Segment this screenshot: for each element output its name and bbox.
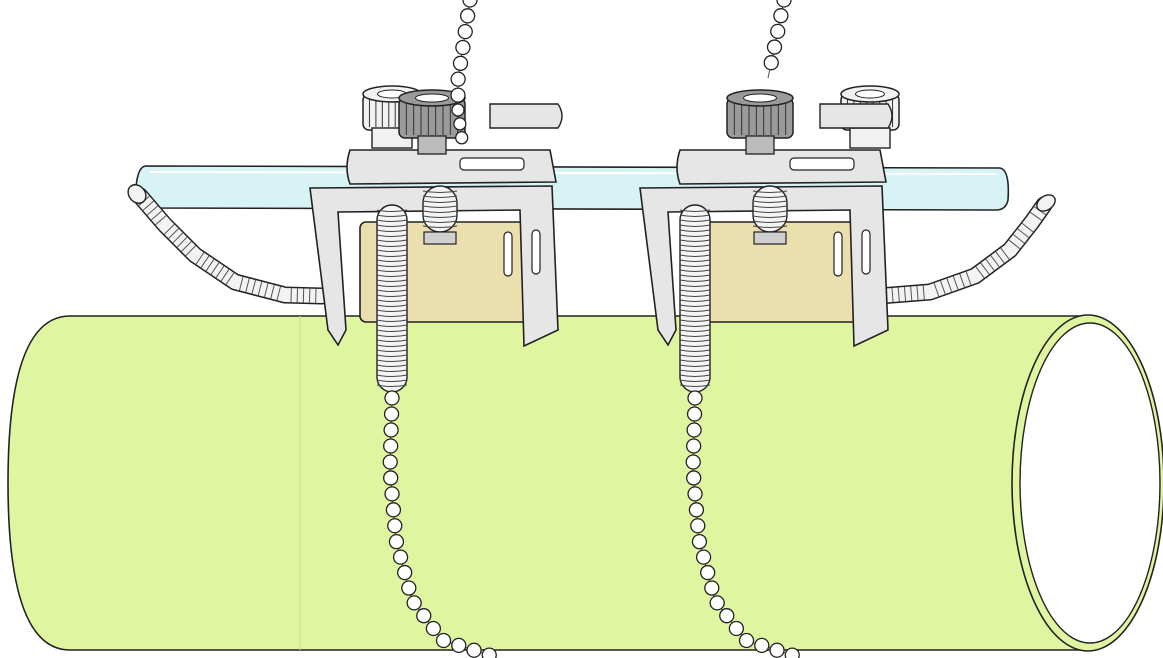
left-lower-bead-chain-icon-bead — [482, 648, 496, 658]
left-upper-bead-chain-icon-bead — [461, 9, 475, 23]
left-tension-spring-icon-body — [377, 205, 407, 392]
transducer-left-thumb-screw-dark-icon-hole — [416, 94, 449, 102]
right-lower-bead-chain-icon-bead — [740, 633, 754, 647]
armored-cable-right — [880, 205, 1046, 302]
left-upper-bead-chain-icon-bead — [463, 0, 477, 7]
armored-cable-left — [139, 196, 322, 303]
right-lower-bead-chain-icon-bead — [692, 535, 706, 549]
transducer-right-spring — [753, 186, 787, 232]
transducer-left-spring-foot — [424, 232, 456, 244]
right-lower-bead-chain-icon-bead — [688, 487, 702, 501]
left-lower-bead-chain-icon-bead — [398, 566, 412, 580]
left-lower-bead-chain-icon-bead — [417, 609, 431, 623]
right-lower-bead-chain-icon-bead — [686, 455, 700, 469]
right-lower-bead-chain-icon-bead — [687, 439, 701, 453]
transducer-left-clip-tab — [490, 104, 562, 128]
left-upper-bead-chain-icon-bead — [454, 56, 468, 70]
right-lower-bead-chain-icon-bead — [687, 423, 701, 437]
transducer-right-slot — [834, 232, 842, 276]
right-lower-bead-chain-icon-bead — [691, 519, 705, 533]
transducer-right-thumb-screw-dark-neck — [746, 136, 774, 154]
right-tension-spring-icon — [680, 205, 710, 392]
left-lower-bead-chain-icon-bead — [437, 633, 451, 647]
transducer-left-top-plate — [347, 150, 556, 184]
right-lower-bead-chain-icon-bead — [729, 621, 743, 635]
right-lower-bead-chain-icon-bead — [697, 550, 711, 564]
right-upper-bead-chain-icon-bead — [764, 56, 778, 70]
left-upper-bead-chain-icon-bead — [451, 72, 465, 86]
transducer-left-slot — [504, 232, 512, 276]
right-lower-bead-chain-icon-bead — [687, 471, 701, 485]
right-lower-bead-chain-icon-bead — [785, 648, 799, 658]
transducer-right-thumb-screw-dark-icon-hole — [744, 94, 777, 102]
transducer-right-top-slot — [790, 158, 854, 170]
pipe-end-opening — [1020, 323, 1160, 643]
left-upper-bead-chain-icon-bead — [456, 40, 470, 54]
right-lower-bead-chain-icon-bead — [689, 503, 703, 517]
transducer-left-thumb-screw-dark-neck — [418, 136, 446, 154]
left-lower-bead-chain-icon-bead — [385, 487, 399, 501]
right-lower-bead-chain-icon-bead — [705, 581, 719, 595]
right-tension-spring-icon-body — [680, 205, 710, 392]
right-upper-bead-chain-icon — [764, 0, 791, 78]
left-lower-bead-chain-icon-bead — [385, 391, 399, 405]
left-lower-bead-chain-icon-bead — [407, 596, 421, 610]
transducer-right-top-plate — [677, 150, 886, 184]
right-lower-bead-chain-icon-bead — [688, 407, 702, 421]
left-upper-bead-chain-tail-bead — [454, 118, 466, 130]
transducer-right-thumb-screw-icon-hole — [856, 90, 885, 98]
left-upper-bead-chain-icon-bead — [458, 25, 472, 39]
right-upper-bead-chain-icon-bead — [774, 9, 788, 23]
transducer-left — [310, 86, 562, 346]
left-upper-bead-chain-tail-bead — [452, 104, 464, 116]
right-lower-bead-chain-icon-bead — [755, 638, 769, 652]
left-lower-bead-chain-icon-bead — [389, 535, 403, 549]
pipe-icon — [8, 315, 1163, 651]
right-lower-bead-chain-icon-bead — [710, 596, 724, 610]
transducer-left-spring — [423, 186, 457, 232]
transducer-right — [640, 86, 899, 346]
left-lower-bead-chain-icon-bead — [385, 407, 399, 421]
transducer-right-clip-tab — [820, 104, 892, 128]
left-lower-bead-chain-icon-bead — [383, 455, 397, 469]
left-lower-bead-chain-icon-bead — [467, 643, 481, 657]
left-lower-bead-chain-icon-bead — [384, 439, 398, 453]
left-tension-spring-icon — [377, 205, 407, 392]
left-lower-bead-chain-icon-bead — [394, 550, 408, 564]
transducer-left-slot-2 — [532, 230, 540, 274]
right-upper-bead-chain-icon-bead — [777, 0, 791, 7]
pipe-body — [8, 316, 1150, 650]
right-lower-bead-chain-icon-bead — [688, 391, 702, 405]
right-lower-bead-chain-icon-bead — [770, 643, 784, 657]
transducer-left-top-slot — [460, 158, 524, 170]
right-lower-bead-chain-icon-bead — [701, 566, 715, 580]
left-lower-bead-chain-icon-bead — [402, 581, 416, 595]
transducer-right-spring-foot — [754, 232, 786, 244]
right-upper-bead-chain-icon-bead — [771, 24, 785, 38]
left-upper-bead-chain-icon-bead — [451, 88, 465, 102]
left-lower-bead-chain-icon-bead — [386, 503, 400, 517]
transducer-right-slot-2 — [862, 230, 870, 274]
left-upper-bead-chain-icon — [451, 0, 477, 104]
transducer-right-thumb-screw-dark-icon — [727, 90, 793, 138]
left-lower-bead-chain-icon-bead — [388, 519, 402, 533]
transducer-right-thumb-screw-collar — [850, 128, 890, 148]
left-lower-bead-chain-icon-bead — [452, 638, 466, 652]
left-lower-bead-chain-icon-bead — [426, 621, 440, 635]
left-lower-bead-chain-icon-bead — [384, 423, 398, 437]
left-lower-bead-chain-icon-bead — [384, 471, 398, 485]
right-upper-bead-chain-icon-bead — [768, 40, 782, 54]
right-lower-bead-chain-icon-bead — [720, 609, 734, 623]
armored-cable-left-body — [140, 196, 322, 296]
left-upper-bead-chain-tail-bead — [456, 132, 468, 144]
